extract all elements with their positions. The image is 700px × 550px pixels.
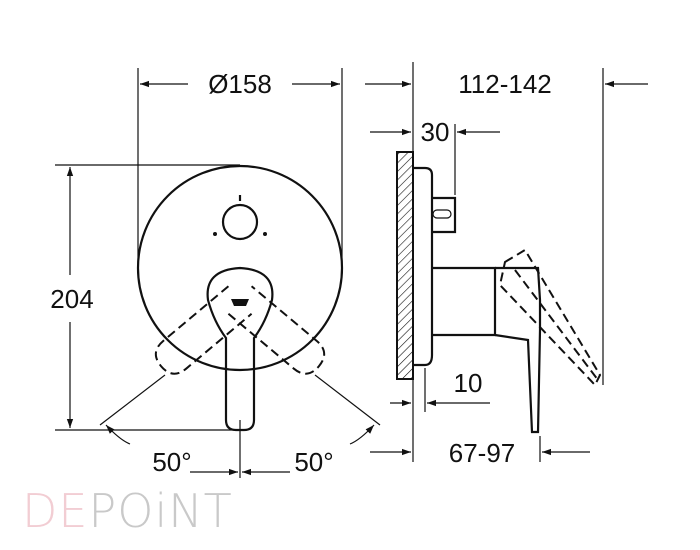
dim-lever-range: 67-97 xyxy=(449,438,516,468)
cover-side xyxy=(413,166,434,367)
knob-marker-right xyxy=(263,232,267,236)
lever-side-raised xyxy=(498,248,602,387)
diverter-knob xyxy=(221,203,259,241)
depoint-logo: DEPOiNT xyxy=(22,484,233,538)
dim-spout-gap: 10 xyxy=(454,368,483,398)
dim-angle-left: 50° xyxy=(152,447,191,477)
dim-height: 204 xyxy=(50,284,93,314)
dim-plate-depth: 30 xyxy=(421,117,450,147)
knob-marker-left xyxy=(213,232,217,236)
side-view xyxy=(365,62,648,462)
front-view xyxy=(99,164,381,478)
dim-depth-range: 112-142 xyxy=(458,69,552,99)
logo-part-a: DE xyxy=(22,484,89,538)
dimension-lines xyxy=(55,68,343,431)
lever-right-position xyxy=(227,285,326,375)
dim-diameter: Ø158 xyxy=(208,69,272,99)
lever-left-position xyxy=(154,285,253,375)
diverter-side-marker xyxy=(432,209,452,219)
dim-angle-right: 50° xyxy=(294,447,333,477)
wall-plate xyxy=(396,151,414,380)
logo-part-b: POiNT xyxy=(89,484,233,538)
mixer-lever xyxy=(206,266,274,432)
lever-indicator xyxy=(231,299,249,306)
